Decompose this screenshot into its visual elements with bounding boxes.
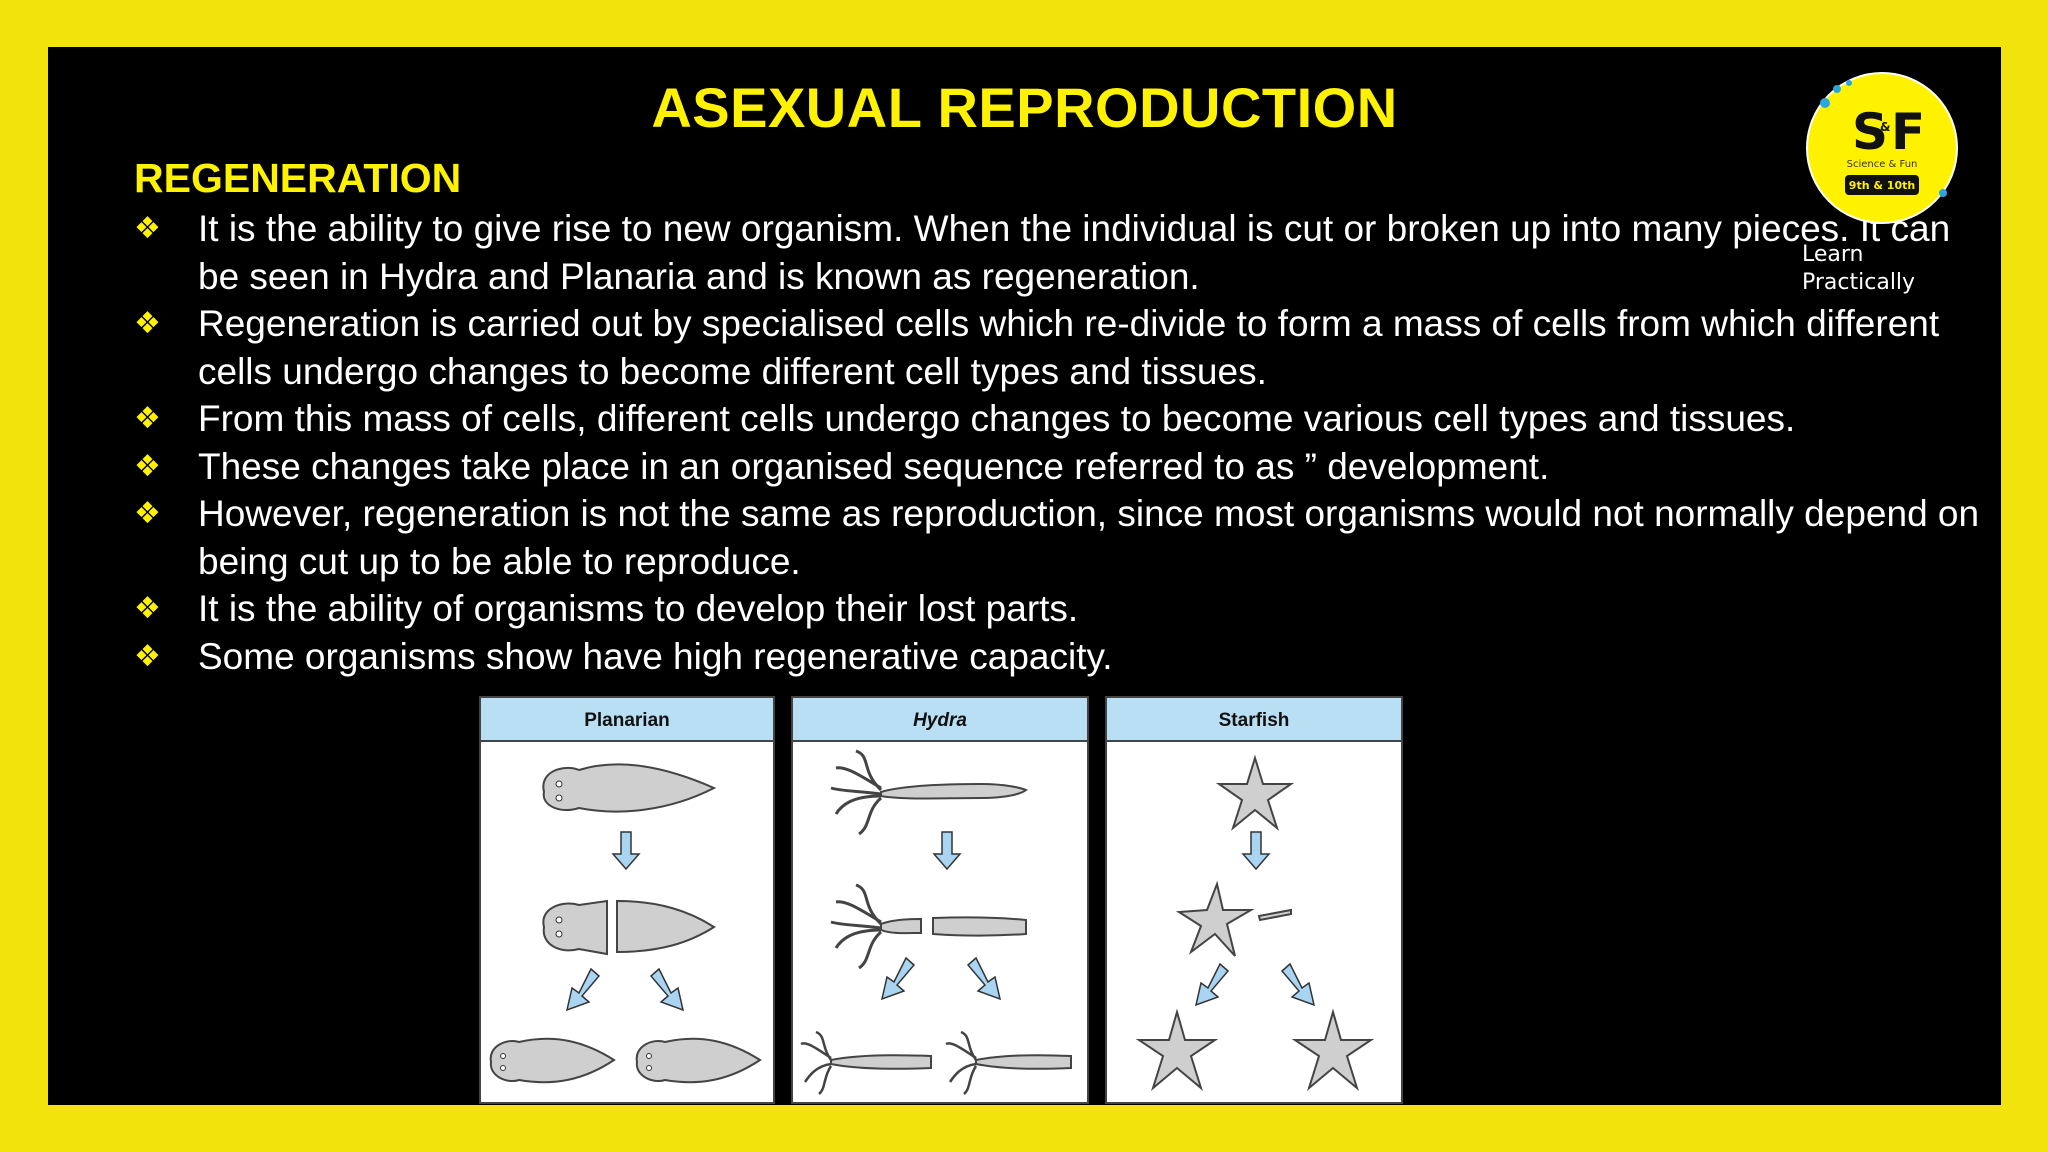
svg-text:9th & 10th: 9th & 10th	[1849, 179, 1915, 192]
bullet-diamond-icon: ❖	[134, 448, 161, 484]
bullet-list: ❖It is the ability to give rise to new o…	[134, 205, 1994, 680]
science-fun-logo: S & F Science & Fun 9th & 10th	[1806, 72, 1958, 224]
section-subtitle: REGENERATION	[134, 155, 462, 201]
starfish-label: Starfish	[1219, 710, 1290, 731]
arrow-down-right-icon	[966, 956, 1002, 1001]
bullet-item: ❖However, regeneration is not the same a…	[134, 490, 1994, 585]
hydra-whole	[830, 749, 1028, 836]
arrow-down-right-icon	[649, 967, 685, 1012]
arrow-down-left-icon	[565, 967, 601, 1012]
svg-text:Science & Fun: Science & Fun	[1847, 159, 1918, 170]
arrow-down-icon	[1241, 831, 1271, 871]
hydra-panel: Hydra	[791, 696, 1089, 1104]
arrow-down-left-icon	[880, 956, 916, 1001]
planarian-panel: Planarian	[479, 696, 775, 1104]
bullet-diamond-icon: ❖	[134, 401, 161, 436]
bullet-diamond-icon: ❖	[134, 638, 161, 674]
arrow-down-left-icon	[1194, 962, 1230, 1007]
bullet-item: ❖Some organisms show have high regenerat…	[134, 633, 1994, 681]
bullet-item: ❖Regeneration is carried out by speciali…	[134, 300, 1994, 395]
planarian-whole	[542, 763, 717, 813]
slide: ASEXUAL REPRODUCTION REGENERATION ❖It is…	[48, 47, 2001, 1105]
svg-text:F: F	[1891, 103, 1925, 161]
bullet-item: ❖It is the ability of organisms to devel…	[134, 585, 1994, 633]
starfish-regenerated-right	[1291, 1008, 1375, 1091]
starfish-cut	[1175, 880, 1255, 957]
planarian-label: Planarian	[584, 710, 670, 731]
starfish-panel: Starfish	[1105, 696, 1403, 1104]
bullet-diamond-icon: ❖	[134, 211, 161, 246]
regeneration-figure: Planarian	[479, 696, 1403, 1104]
planarian-cut	[542, 899, 716, 956]
hydra-label: Hydra	[913, 710, 967, 731]
svg-text:S: S	[1852, 103, 1888, 161]
arrow-down-icon	[932, 831, 962, 871]
bullet-diamond-icon: ❖	[134, 591, 161, 626]
svg-text:&: &	[1880, 120, 1890, 134]
planarian-regenerated-right	[635, 1037, 762, 1084]
planarian-regenerated-left	[489, 1037, 616, 1084]
bullet-diamond-icon: ❖	[134, 306, 161, 341]
bullet-item: ❖These changes take place in an organise…	[134, 443, 1994, 491]
starfish-whole	[1215, 754, 1295, 831]
arrow-down-icon	[611, 831, 641, 871]
hydra-cut	[830, 883, 1027, 970]
starfish-regenerated-left	[1135, 1008, 1219, 1091]
hydra-regenerated-left	[800, 1030, 932, 1095]
bullet-diamond-icon: ❖	[134, 496, 161, 531]
bullet-item: ❖It is the ability to give rise to new o…	[134, 205, 1994, 300]
hydra-regenerated-right	[945, 1030, 1072, 1095]
bullet-item: ❖From this mass of cells, different cell…	[134, 395, 1994, 443]
starfish-severed-arm	[1257, 908, 1292, 922]
slide-title: ASEXUAL REPRODUCTION	[651, 76, 1398, 139]
arrow-down-right-icon	[1280, 962, 1316, 1007]
logo-tagline: Learn Practically	[1802, 242, 1916, 295]
